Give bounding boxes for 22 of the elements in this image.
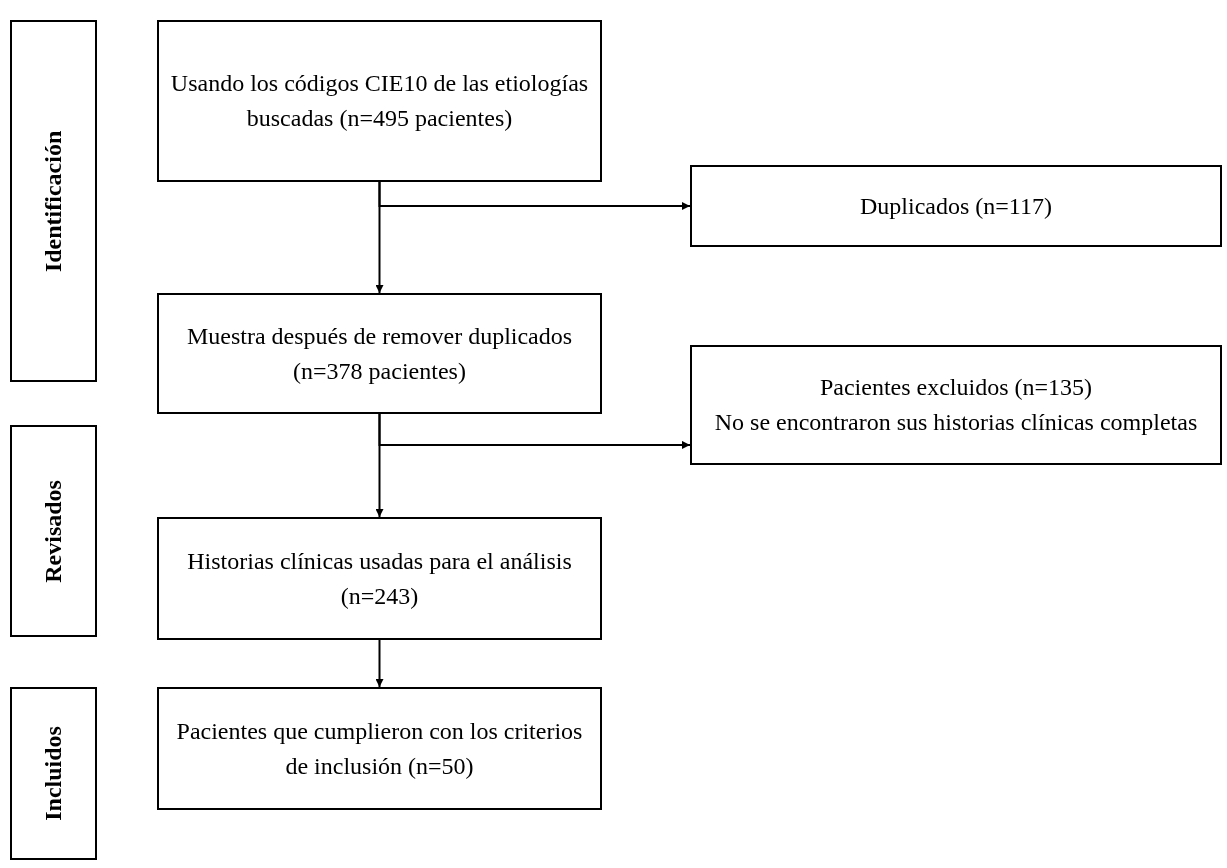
process-box: [690, 165, 1222, 247]
stage-label: Incluidos: [39, 726, 68, 821]
stage-box: [10, 425, 97, 637]
process-box: [690, 345, 1222, 465]
box-text: Historias clínicas usadas para el análisis (n=243): [186, 546, 573, 611]
box-text: Pacientes que cumplieron con los criterios de inclusión (n=50): [175, 716, 584, 781]
box-text: No se encontraron sus historias clínicas completas: [714, 408, 1198, 437]
process-box: [157, 293, 602, 414]
process-box: [157, 517, 602, 640]
process-box: [157, 20, 602, 182]
box-text: Duplicados (n=117): [860, 191, 1052, 221]
process-box: [157, 687, 602, 810]
arrow: [375, 639, 384, 688]
stage-label: Identificación: [39, 130, 68, 272]
box-text: Pacientes excluidos (n=135): [819, 373, 1093, 403]
stage-box: [10, 20, 97, 382]
arrow: [378, 413, 691, 449]
box-text: Usando los códigos CIE10 de las etiologías buscadas (n=495 pacientes): [169, 69, 590, 133]
stage-label: Revisados: [39, 479, 68, 583]
arrow: [378, 181, 691, 210]
box-text: Muestra después de remover duplicados (n=378 pacientes): [185, 321, 574, 386]
stage-box: [10, 687, 97, 860]
